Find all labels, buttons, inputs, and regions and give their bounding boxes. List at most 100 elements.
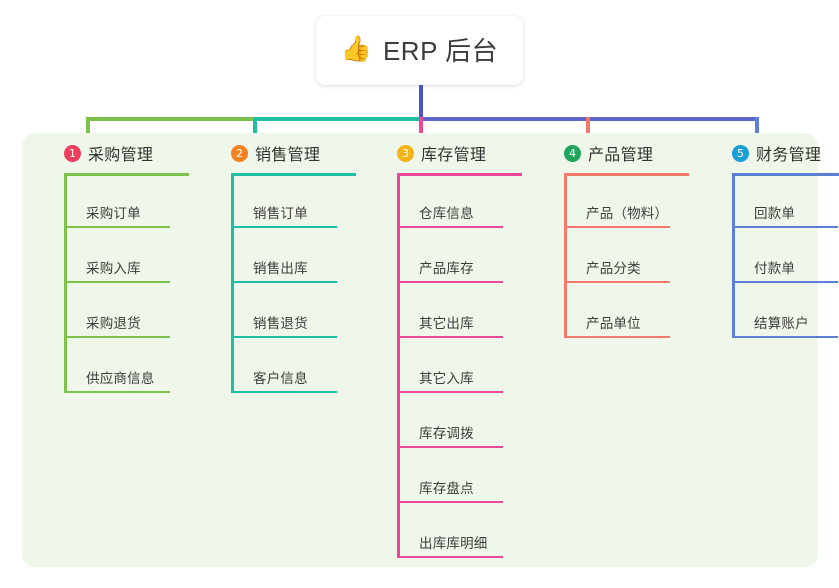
list-item-underline <box>234 226 337 228</box>
list-item-label: 客户信息 <box>253 371 308 386</box>
list-item[interactable]: 采购入库 <box>64 228 206 283</box>
list-item-underline <box>400 501 503 503</box>
category-column-3: 3 库存管理仓库信息产品库存其它出库其它入库库存调拨库存盘点出库库明细 <box>379 133 539 558</box>
list-item-underline <box>67 391 170 393</box>
root-title-text: ERP 后台 <box>382 36 499 66</box>
list-item[interactable]: 付款单 <box>732 228 839 283</box>
list-item-underline <box>400 556 503 558</box>
category-spine-5 <box>732 173 735 338</box>
category-items-1: 采购订单采购入库采购退货供应商信息 <box>64 173 206 393</box>
category-underline-5 <box>732 173 839 176</box>
category-items-4: 产品（物料） 产品分类产品单位 <box>564 173 706 338</box>
list-item-label: 产品库存 <box>419 261 474 276</box>
list-item-underline <box>735 226 838 228</box>
list-item-underline <box>567 226 670 228</box>
list-item-underline <box>67 336 170 338</box>
list-item-label: 销售订单 <box>253 206 308 221</box>
list-item-label: 付款单 <box>754 261 796 276</box>
category-column-2: 2 销售管理销售订单销售出库销售退货客户信息 <box>213 133 373 393</box>
category-title-2: 销售管理 <box>255 147 321 164</box>
list-item-underline <box>67 281 170 283</box>
root-title-inner: 👍 ERP 后台 <box>341 31 498 68</box>
list-item-label: 供应商信息 <box>86 371 155 386</box>
list-item-underline <box>400 391 503 393</box>
list-item[interactable]: 客户信息 <box>231 338 373 393</box>
category-badge-2: 2 <box>231 144 248 162</box>
category-underline-2 <box>231 173 356 176</box>
category-header-2[interactable]: 2 销售管理 <box>213 133 373 173</box>
list-item-label: 销售出库 <box>253 261 308 276</box>
list-item[interactable]: 产品（物料） <box>564 173 706 228</box>
category-spine-1 <box>64 173 67 393</box>
category-underline-4 <box>564 173 689 176</box>
category-items-5: 回款单付款单结算账户 <box>732 173 839 338</box>
list-item-label: 库存盘点 <box>419 481 474 496</box>
list-item-underline <box>735 336 838 338</box>
list-item[interactable]: 出库库明细 <box>397 503 539 558</box>
list-item-label: 采购入库 <box>86 261 141 276</box>
list-item-label: 产品（物料） <box>586 206 669 221</box>
list-item[interactable]: 销售出库 <box>231 228 373 283</box>
category-underline-1 <box>64 173 189 176</box>
list-item-label: 产品分类 <box>586 261 641 276</box>
list-item[interactable]: 销售退货 <box>231 283 373 338</box>
category-badge-5: 5 <box>732 144 749 162</box>
list-item[interactable]: 其它入库 <box>397 338 539 393</box>
category-items-3: 仓库信息产品库存其它出库其它入库库存调拨库存盘点出库库明细 <box>397 173 539 558</box>
list-item[interactable]: 产品单位 <box>564 283 706 338</box>
list-item-underline <box>234 391 337 393</box>
list-item-underline <box>400 446 503 448</box>
root-stem-connector <box>419 85 423 119</box>
category-spine-2 <box>231 173 234 393</box>
list-item[interactable]: 回款单 <box>732 173 839 228</box>
category-column-5: 5 财务管理回款单付款单结算账户 <box>714 133 839 338</box>
category-badge-4: 4 <box>564 144 581 162</box>
list-item-label: 采购订单 <box>86 206 141 221</box>
category-header-3[interactable]: 3 库存管理 <box>379 133 539 173</box>
list-item-underline <box>567 336 670 338</box>
category-spine-3 <box>397 173 400 558</box>
category-underline-3 <box>397 173 522 176</box>
list-item[interactable]: 采购退货 <box>64 283 206 338</box>
list-item-label: 结算账户 <box>754 316 809 331</box>
category-title-1: 采购管理 <box>88 147 154 164</box>
thumbs-up-emoji: 👍 <box>340 35 372 63</box>
list-item-label: 仓库信息 <box>419 206 474 221</box>
list-item[interactable]: 供应商信息 <box>64 338 206 393</box>
list-item-label: 库存调拨 <box>419 426 474 441</box>
list-item[interactable]: 仓库信息 <box>397 173 539 228</box>
list-item-underline <box>234 281 337 283</box>
root-title-card[interactable]: 👍 ERP 后台 <box>316 16 523 85</box>
list-item-underline <box>400 226 503 228</box>
list-item[interactable]: 其它出库 <box>397 283 539 338</box>
list-item[interactable]: 结算账户 <box>732 283 839 338</box>
category-title-3: 库存管理 <box>421 147 487 164</box>
list-item-label: 其它出库 <box>419 316 474 331</box>
list-item-underline <box>400 336 503 338</box>
category-header-5[interactable]: 5 财务管理 <box>714 133 839 173</box>
list-item-label: 产品单位 <box>586 316 641 331</box>
list-item-underline <box>567 281 670 283</box>
list-item[interactable]: 销售订单 <box>231 173 373 228</box>
list-item-label: 采购退货 <box>86 316 141 331</box>
bus-segment-teal <box>253 117 421 121</box>
list-item[interactable]: 产品库存 <box>397 228 539 283</box>
list-item[interactable]: 库存调拨 <box>397 393 539 448</box>
list-item-label: 其它入库 <box>419 371 474 386</box>
list-item[interactable]: 库存盘点 <box>397 448 539 503</box>
category-title-5: 财务管理 <box>756 147 822 164</box>
category-badge-3: 3 <box>397 144 414 162</box>
list-item-underline <box>67 226 170 228</box>
category-items-2: 销售订单销售出库销售退货客户信息 <box>231 173 373 393</box>
list-item[interactable]: 采购订单 <box>64 173 206 228</box>
list-item[interactable]: 产品分类 <box>564 228 706 283</box>
list-item-label: 回款单 <box>754 206 796 221</box>
list-item-underline <box>234 336 337 338</box>
list-item-label: 销售退货 <box>253 316 308 331</box>
